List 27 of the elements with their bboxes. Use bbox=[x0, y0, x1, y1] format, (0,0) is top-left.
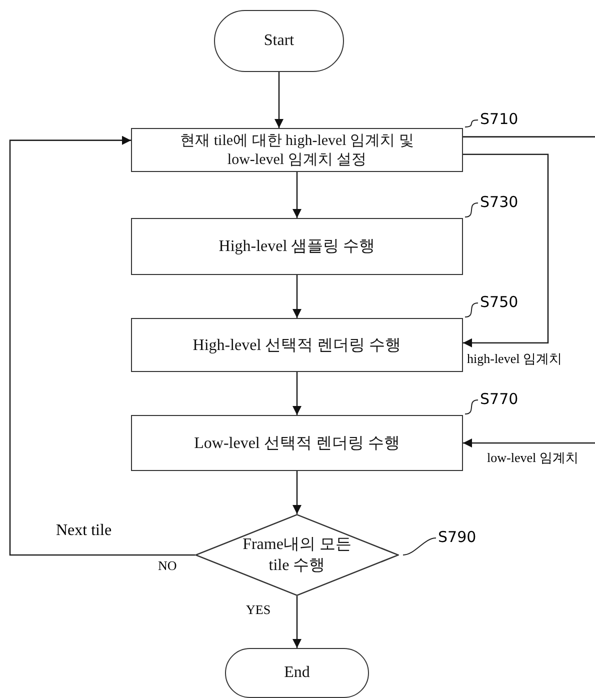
process-box: 현재 tile에 대한 high-level 임계치 및 low-level 임계치 설정 bbox=[131, 128, 463, 172]
arrow bbox=[463, 438, 595, 448]
process-box: High-level 선택적 렌더링 수행 bbox=[131, 318, 463, 372]
arrow bbox=[292, 275, 302, 318]
leader-line bbox=[464, 202, 478, 218]
connector-line bbox=[463, 136, 595, 138]
process-box: Low-level 선택적 렌더링 수행 bbox=[131, 415, 463, 471]
process-box: High-level 샘플링 수행 bbox=[131, 218, 463, 275]
arrow bbox=[292, 372, 302, 415]
callout-number: S710 bbox=[480, 110, 530, 130]
callout-number: S790 bbox=[438, 528, 488, 548]
edge-label: high-level 임계치 bbox=[466, 350, 563, 368]
arrow bbox=[274, 72, 284, 128]
leader-line bbox=[464, 302, 478, 318]
arrow bbox=[463, 154, 549, 348]
arrow bbox=[292, 172, 302, 218]
leader-line bbox=[464, 400, 478, 414]
edge-label: low-level 임계치 bbox=[486, 449, 580, 467]
leader-line bbox=[464, 120, 478, 128]
arrow bbox=[292, 596, 302, 648]
decision-diamond: Frame내의 모든 tile 수행 bbox=[195, 514, 399, 596]
callout-number: S770 bbox=[480, 390, 530, 410]
callout-number: S730 bbox=[480, 193, 530, 213]
arrow bbox=[292, 471, 302, 514]
leader-line bbox=[402, 538, 436, 556]
callout-number: S750 bbox=[480, 293, 530, 313]
arrow bbox=[9, 136, 195, 556]
